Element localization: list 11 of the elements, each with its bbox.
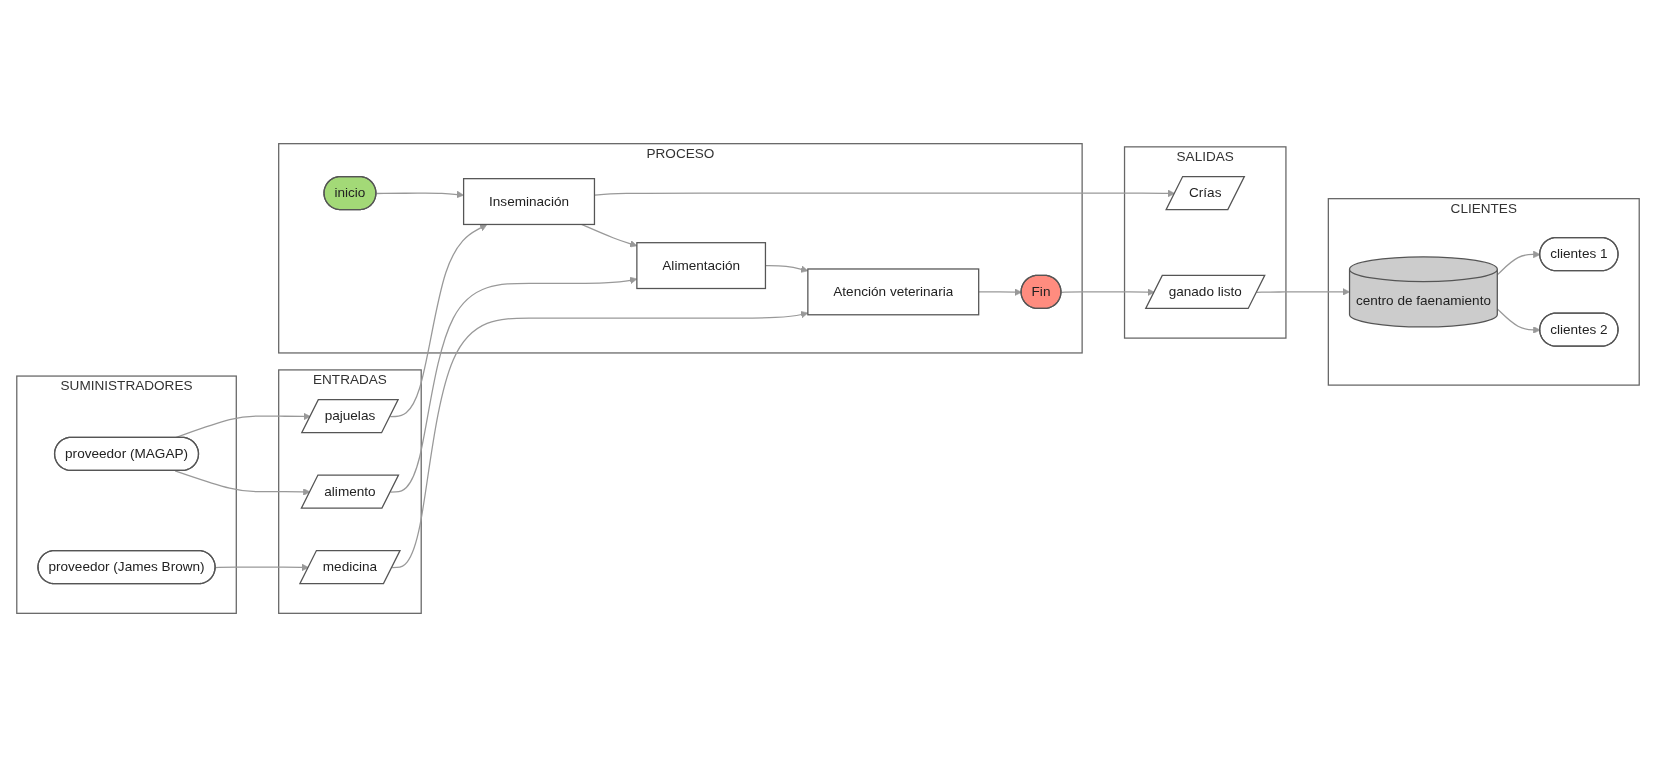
node-box: Atención veterinaria xyxy=(807,268,980,316)
arrow xyxy=(214,563,309,572)
arrow xyxy=(391,310,809,569)
arrow xyxy=(375,190,464,199)
arrow xyxy=(389,224,488,418)
arrow xyxy=(1060,288,1155,296)
node-box: Alimentación xyxy=(636,242,767,290)
arrow xyxy=(174,470,311,496)
arrow xyxy=(1256,288,1350,296)
arrow xyxy=(978,288,1022,296)
node-box: Inseminación xyxy=(462,178,596,226)
